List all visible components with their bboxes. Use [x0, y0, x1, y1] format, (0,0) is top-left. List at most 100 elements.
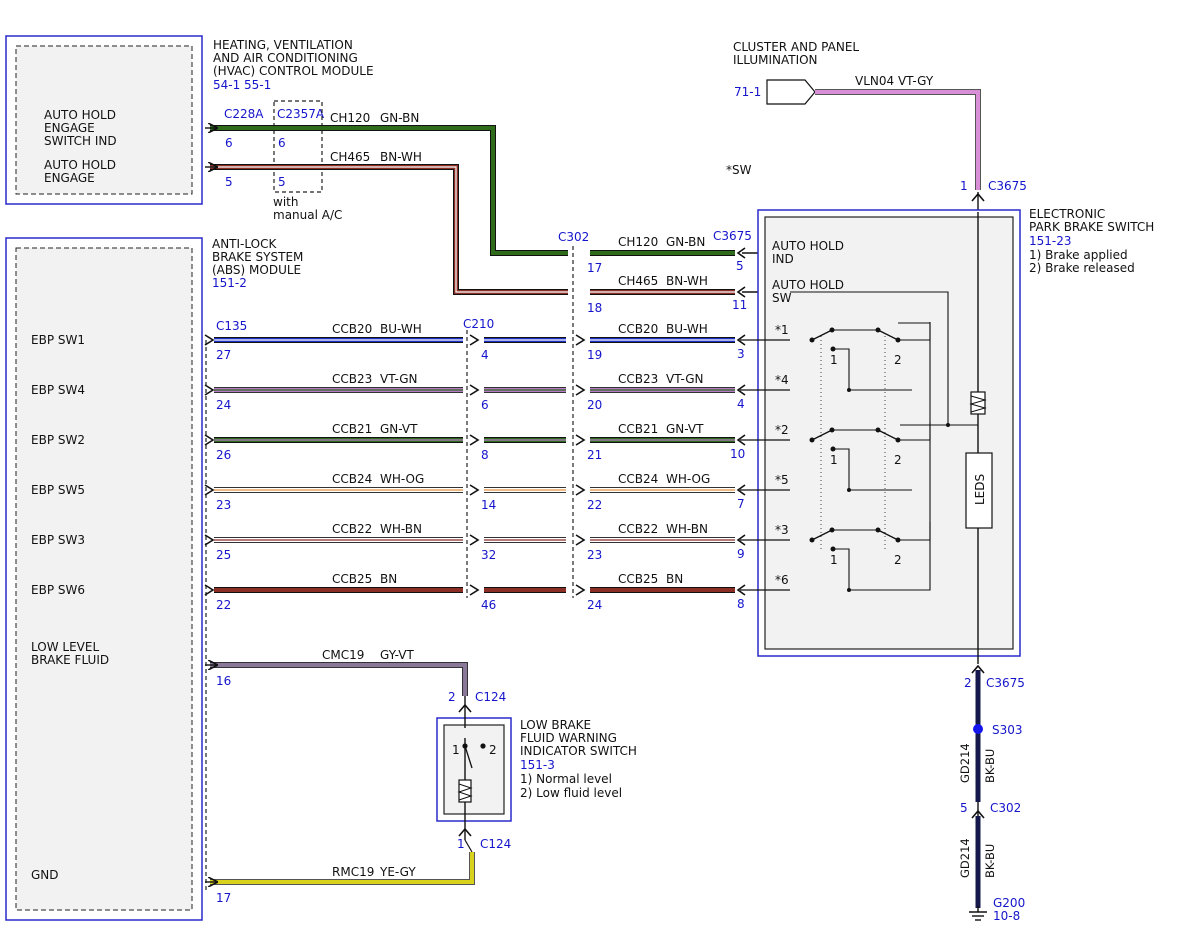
c124-top-label: C124: [475, 690, 506, 704]
epb-leds-label: LEDS: [973, 474, 987, 505]
c210-row-3-pin: 8: [481, 448, 489, 462]
wire-row-1-code-b: CCB20: [618, 322, 658, 336]
wire-ch120-color-b: GN-BN: [666, 235, 705, 249]
c3675-row-2-pin: 4: [737, 397, 745, 411]
wire-cmc19-outline: [210, 662, 468, 696]
epb-sw1-pos2: 2: [894, 353, 902, 367]
c302-row-5-pin: 23: [587, 548, 602, 562]
c210-row-2-pin: 6: [481, 398, 489, 412]
low-brake-state-2: 2) Low fluid level: [520, 786, 622, 800]
hvac-pin6-label-1: AUTO HOLD: [44, 108, 116, 122]
wire-row-5-code-a: CCB22: [332, 522, 372, 536]
wire-ch465-label: CH465: [330, 150, 370, 164]
c3675-row-5-pin: 9: [737, 547, 745, 561]
c135-row-6-pin: 22: [216, 598, 231, 612]
c124-top-pin: 2: [448, 690, 456, 704]
c124-bottom-arrow: [458, 827, 472, 837]
epb-row-6-switch-label: *6: [775, 573, 789, 587]
c3675-row-6-arrow: [736, 584, 746, 596]
c2357a-pin6: 6: [278, 136, 286, 150]
c210-label: C210: [463, 317, 494, 331]
wire-cmc19-label: CMC19: [322, 648, 364, 662]
wire-row-2-code-a: CCB23: [332, 372, 372, 386]
gd214-code-upper: GD214: [958, 743, 972, 783]
c302-row-1-arrow: [575, 334, 586, 346]
epb-leds-box: [965, 452, 993, 529]
wire-cmc19: [210, 663, 467, 696]
c302-row-5-arrow: [575, 534, 586, 546]
c302-pin18: 18: [587, 301, 602, 315]
gd214-color-lower: BK-BU: [983, 844, 997, 878]
s303-splice: [973, 724, 983, 734]
c135-row-2-pin: 24: [216, 398, 231, 412]
c302-row-6-pin: 24: [587, 598, 602, 612]
c3675-row-2-arrow: [736, 384, 746, 396]
abs-pin16: 16: [216, 674, 231, 688]
low-brake-resistor-zigzag: [457, 783, 473, 801]
wire-row-6-code-b: CCB25: [618, 572, 658, 586]
s303-label: S303: [992, 723, 1023, 737]
epb-ref: 151-23: [1029, 234, 1072, 248]
wire-vln04-outline: [815, 89, 981, 190]
epb-row-3-switch-label: *2: [775, 423, 789, 437]
wire-row-6-color-b: BN: [666, 572, 683, 586]
hvac-module-inner: [15, 45, 193, 195]
low-brake-title-3: INDICATOR SWITCH: [520, 744, 637, 758]
epb-sw1-node: [847, 388, 851, 392]
abs-row-4-label: EBP SW5: [31, 483, 85, 497]
c302-row-3-pin: 21: [587, 448, 602, 462]
low-brake-title-1: LOW BRAKE: [520, 718, 591, 732]
c302-ground-label: C302: [990, 801, 1021, 815]
epb-ind-label-1: AUTO HOLD: [772, 239, 844, 253]
c3675-pin5: 5: [736, 259, 744, 273]
c124-bottom-pin: 1: [457, 837, 465, 851]
wire-row-6-color-a: BN: [380, 572, 397, 586]
c3675-row-4-pin: 7: [737, 497, 745, 511]
g200-ref: 10-8: [993, 909, 1020, 923]
epb-sw3-pos2: 2: [894, 553, 902, 567]
manual-ac-note-1: with: [273, 195, 298, 209]
epb-sw2-blade-a: [811, 429, 833, 441]
cluster-ref: 71-1: [734, 85, 761, 99]
wire-rmc19-label: RMC19: [332, 865, 374, 879]
epb-sw-bus-node: [946, 423, 950, 427]
cluster-title-line-1: CLUSTER AND PANEL: [733, 40, 859, 54]
c210-row-5-arrow: [469, 534, 480, 546]
c210-row-2-arrow: [469, 384, 480, 396]
epb-sw1-return: [833, 348, 912, 391]
c135-label: C135: [216, 319, 247, 333]
abs-row-3-arrow: [204, 434, 215, 446]
wire-row-1-color-b: BU-WH: [666, 322, 708, 336]
low-level-label-1: LOW LEVEL: [31, 640, 99, 654]
c302-row-4-pin: 22: [587, 498, 602, 512]
low-level-label-2: BRAKE FLUID: [31, 653, 109, 667]
c3675-row-1-pin: 3: [737, 347, 745, 361]
epb-sw2-pos1: 1: [830, 453, 838, 467]
hvac-pin5-label-1: AUTO HOLD: [44, 158, 116, 172]
low-brake-gap-top: [459, 728, 471, 738]
c302-row-2-arrow: [575, 384, 586, 396]
g200-label: G200: [993, 896, 1025, 910]
wire-row-4-color-b: WH-OG: [666, 472, 710, 486]
wire-row-1-color-a: BU-WH: [380, 322, 422, 336]
c302-row-3-arrow: [575, 434, 586, 446]
cluster-connector-icon: [766, 79, 816, 105]
wire-row-4-color-a: WH-OG: [380, 472, 424, 486]
epb-row-5-switch-label: *3: [775, 523, 789, 537]
low-brake-switch-inner: [443, 724, 505, 815]
epb-sw3-blade-b: [877, 529, 899, 541]
epb-sw1-blade-a: [811, 329, 833, 341]
epb-sw-bus: [790, 291, 949, 426]
c3675-row-3-arrow: [736, 434, 746, 446]
abs-pin17: 17: [216, 891, 231, 905]
c135-row-3-pin: 26: [216, 448, 231, 462]
c2357a-label: C2357A: [277, 107, 325, 121]
c210-row-5-pin: 32: [481, 548, 496, 562]
abs-ref: 151-2: [212, 276, 247, 290]
wire-ch120-a: [210, 126, 568, 255]
low-brake-state-1: 1) Normal level: [520, 772, 612, 786]
c302-label: C302: [558, 230, 589, 244]
c135-row-1-pin: 27: [216, 348, 231, 362]
wire-ch465-stripe-a: [210, 166, 568, 293]
hvac-title-line-3: (HVAC) CONTROL MODULE: [213, 64, 374, 78]
